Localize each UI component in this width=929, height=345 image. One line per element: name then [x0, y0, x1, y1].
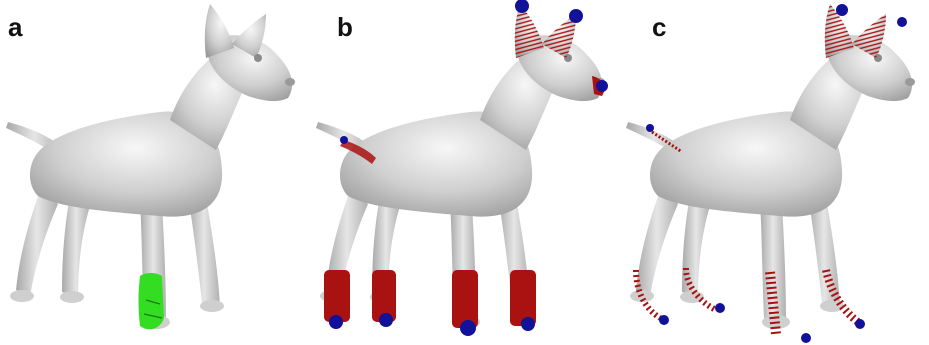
panel-label-c: c	[652, 14, 666, 40]
endpoint-marker	[569, 9, 583, 23]
endpoint-marker	[855, 319, 865, 329]
panel-label-a: a	[8, 14, 22, 40]
endpoint-marker	[379, 313, 393, 327]
panel-c: c	[620, 0, 929, 345]
endpoint-marker	[659, 315, 669, 325]
dog-mesh-image-c	[620, 0, 929, 345]
endpoint-marker	[596, 80, 608, 92]
leg-curves-3	[452, 270, 478, 328]
endpoint-marker	[801, 333, 811, 343]
endpoint-marker	[836, 4, 848, 16]
dog-mesh-image-b	[310, 0, 620, 345]
endpoint-marker	[329, 315, 343, 329]
endpoint-marker	[715, 303, 725, 313]
panel-label-b: b	[337, 14, 353, 40]
endpoint-marker	[515, 0, 529, 13]
endpoint-marker	[340, 136, 348, 144]
panel-a: a	[0, 0, 310, 345]
leg-curves-1	[324, 270, 350, 322]
endpoint-marker	[460, 320, 476, 336]
endpoint-marker	[897, 17, 907, 27]
endpoint-marker	[646, 124, 654, 132]
leg-curves-4	[510, 270, 536, 326]
endpoint-marker	[521, 317, 535, 331]
dog-mesh-image-a	[0, 0, 310, 345]
panel-b: b	[310, 0, 620, 345]
